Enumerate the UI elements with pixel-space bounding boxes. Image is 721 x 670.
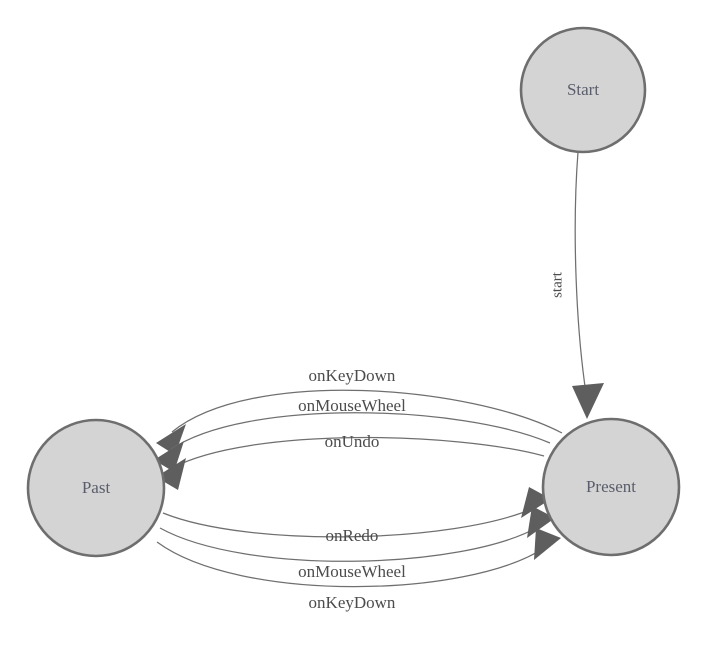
edge-label-past-present-onmousewheel: onMouseWheel [298,562,406,581]
arrow-head-into-present-3 [534,528,561,560]
node-present-circle [541,417,681,557]
edge-past-to-present-onkeydown[interactable]: onKeyDown [156,528,561,612]
arrow-head-into-present-top [572,383,604,419]
node-present[interactable]: Present [541,417,681,557]
edge-past-to-present-onredo[interactable]: onRedo [162,487,551,545]
node-start-circle [519,26,647,154]
edge-past-to-present-onkeydown-path [156,541,545,588]
arrow-head-into-past-1 [156,424,186,455]
edge-start-to-present-path [574,151,588,401]
edge-label-start: start [549,271,565,298]
arrow-head-into-past-3 [156,458,186,490]
edge-present-to-past-onkeydown[interactable]: onKeyDown [156,366,563,455]
edge-present-to-past-onundo[interactable]: onUndo [156,432,545,490]
edge-label-past-present-onkeydown: onKeyDown [309,593,396,612]
node-past-circle [26,418,166,558]
edge-label-present-past-onundo: onUndo [325,432,380,451]
edge-label-past-present-onredo: onRedo [326,526,379,545]
node-start[interactable]: Start [519,26,647,154]
arrow-head-into-present-1 [521,487,551,518]
node-past[interactable]: Past [26,418,166,558]
arrow-head-into-present-2 [527,506,555,538]
edge-present-to-past-onundo-path [171,436,545,469]
edge-start-to-present[interactable]: start [549,151,604,419]
edge-past-to-present-onmousewheel[interactable]: onMouseWheel [159,506,555,581]
edge-label-present-past-onkeydown: onKeyDown [309,366,396,385]
node-past-label: Past [82,478,111,497]
edge-present-to-past-onmousewheel-path [169,412,551,451]
edge-present-to-past-onkeydown-path [171,389,563,434]
edge-present-to-past-onmousewheel[interactable]: onMouseWheel [154,396,551,472]
edge-past-to-present-onmousewheel-path [159,526,539,562]
node-start-label: Start [567,80,599,99]
edge-label-present-past-onmousewheel: onMouseWheel [298,396,406,415]
edge-past-to-present-onredo-path [162,507,535,538]
node-present-label: Present [586,477,636,496]
